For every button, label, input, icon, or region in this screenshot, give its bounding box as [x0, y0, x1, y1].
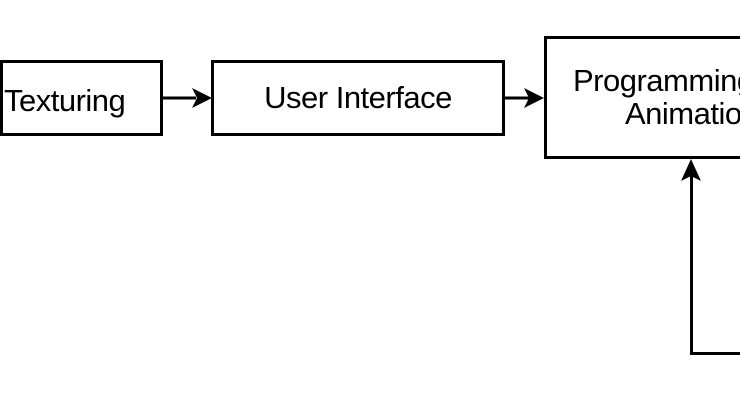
- flowchart-node-texturing: Texturing: [0, 60, 163, 136]
- connector-texturing-to-userinterface: [163, 88, 212, 108]
- flowchart-node-programming-animation: Programming Animation: [544, 36, 740, 159]
- connector-userinterface-to-programming: [505, 88, 544, 108]
- flowchart-node-user-interface: User Interface: [211, 60, 505, 136]
- arrowhead-up-icon: [681, 159, 701, 181]
- node-label-programming-animation: Programming Animation: [573, 64, 740, 130]
- node-label-line-2: Animation: [625, 96, 740, 131]
- arrowhead-right-icon: [192, 88, 212, 108]
- connector-feedback-into-programming: [681, 159, 701, 181]
- connector-feedback-vertical-segment: [690, 176, 693, 355]
- arrowhead-right-icon: [524, 88, 544, 108]
- node-label-user-interface: User Interface: [264, 80, 452, 115]
- node-label-line-1: Programming: [573, 63, 740, 98]
- node-label-texturing: Texturing: [4, 83, 126, 118]
- connector-feedback-horizontal-segment: [690, 352, 740, 355]
